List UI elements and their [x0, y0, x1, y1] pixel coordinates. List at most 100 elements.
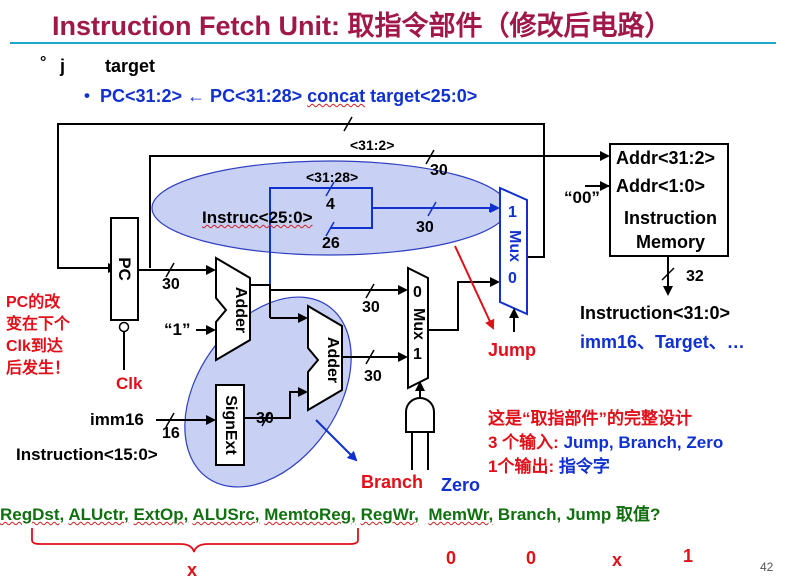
title-en: Instruction Fetch Unit:: [52, 11, 340, 41]
sig-memtoreg: MemtoReg,: [264, 505, 356, 524]
bullet-pc-b: target<25:0>: [365, 86, 478, 106]
title-zh: 取指令部件（修改后电路）: [339, 11, 672, 41]
note-line-1: PC的改: [6, 294, 61, 311]
label-w32: 32: [686, 268, 704, 285]
summary-inputs-label: 3 个输入:: [488, 433, 564, 452]
summary-outputs-value: 指令字: [558, 457, 610, 476]
label-jump: Jump: [488, 340, 537, 360]
label-addr-1-0: Addr<1:0>: [616, 176, 706, 196]
summary-outputs: 1个输出: 指令字: [488, 452, 610, 477]
label-bus-31-2: <31:2>: [350, 137, 395, 153]
w30-signext-slash: [261, 411, 271, 427]
label-w30-signext: 30: [256, 410, 274, 427]
label-w30-adder2: 30: [364, 368, 382, 385]
mux-lower-out-wire: [428, 281, 490, 331]
w16-slash: [165, 412, 175, 428]
w32-slash: [661, 267, 675, 281]
label-addr-31-2: Addr<31:2>: [616, 148, 716, 168]
mux-upper-in0-arrowhead: [490, 277, 500, 287]
label-one: “1”: [164, 320, 191, 339]
value-memwr: 0: [526, 548, 537, 568]
note-line-3: Clk到达: [6, 338, 63, 355]
sig-memwr: MemWr,: [428, 505, 494, 524]
page-number: 42: [760, 560, 774, 574]
mux-lower-sel-arrowhead: [415, 381, 425, 391]
label-imem-line1: Instruction: [624, 208, 717, 228]
sig-branch: Branch,: [497, 505, 562, 524]
w30-top-slash: [425, 149, 435, 165]
sig-extop: ExtOp,: [133, 505, 189, 524]
pc-feedback-wire: [57, 123, 545, 269]
w30-adder2-slash: [365, 349, 375, 365]
note-line-4: 后发生！: [6, 360, 71, 377]
mux-lower-in0-arrowhead: [398, 285, 408, 295]
adder2-in-a-arrowhead: [298, 313, 308, 323]
label-clk: Clk: [116, 374, 143, 393]
control-signals-row: RegDst, ALUctr, ExtOp, ALUSrc, MemtoReg,…: [0, 500, 660, 525]
summary-outputs-label: 1个输出:: [488, 457, 559, 476]
zeros-arrowhead: [600, 181, 610, 191]
bullet-concat: concat: [307, 86, 366, 106]
label-mux-lower-in1: 1: [413, 346, 422, 363]
label-w30-adder1: 30: [362, 299, 380, 316]
label-imm16-target: imm16、Target、…: [580, 332, 745, 352]
adder2-shape: [307, 304, 343, 412]
bullet-pc-concat: PC<31:2> ← PC<31:28> concat target<25:0>: [100, 86, 477, 107]
sig-regdst: RegDst,: [0, 505, 65, 524]
note-pc-change: PC的改 变在下个 Clk到达 后发生！: [6, 292, 70, 380]
label-mux-lower-in0: 0: [413, 284, 422, 301]
jump-ellipse-arrow: [454, 245, 495, 330]
label-w26: 26: [322, 235, 340, 252]
label-zero: Zero: [441, 475, 481, 495]
sig-jump: Jump: [565, 505, 612, 524]
w30-pc-slash: [165, 262, 175, 278]
label-mux-upper-in0: 0: [508, 270, 517, 287]
value-group-x: x: [187, 560, 198, 580]
label-w30-pc-out: 30: [162, 276, 180, 293]
w26-slash: [325, 221, 335, 237]
label-imm16: imm16: [90, 410, 144, 429]
label-w30-mux1: 30: [416, 219, 434, 236]
clk-bubble: [118, 321, 130, 333]
adder1-shape: [215, 256, 251, 362]
bullet-j-target: j target: [60, 56, 156, 76]
mux-lower-shape: [407, 266, 429, 390]
branch-ellipse-arrow: [315, 419, 358, 462]
bus-31-2-slash: [343, 116, 353, 132]
label-instruc-25-0: Instruc<25:0>: [202, 208, 313, 228]
bullet-pc-a: PC<31:2> ← PC<31:28>: [100, 86, 308, 106]
label-instruc-text: Instruc<25:0>: [202, 208, 313, 227]
label-w30-top: 30: [430, 162, 448, 179]
sig-regwr: RegWr,: [360, 505, 419, 524]
value-regwr: 0: [446, 548, 457, 568]
mux-lower-in1-arrowhead: [398, 352, 408, 362]
label-mux-upper-in1: 1: [508, 204, 517, 221]
adder2-in-b-arrowhead: [298, 387, 308, 397]
signext-box: [215, 384, 245, 466]
and-gate: [405, 397, 435, 433]
mux-in1-arrowhead: [490, 203, 500, 213]
bullet-marker-2: •: [84, 86, 90, 105]
signext-in-arrowhead: [206, 415, 216, 425]
sig-alusrc: ALUSrc,: [192, 505, 260, 524]
summary-inputs-value: Jump, Branch, Zero: [563, 433, 724, 452]
label-branch: Branch: [361, 472, 424, 492]
label-instruction-15-0: Instruction<15:0>: [16, 445, 158, 464]
sig-aluctr: ALUctr,: [68, 505, 129, 524]
adder1-in-arrowhead: [206, 265, 216, 275]
mux-upper-sel-arrowhead: [509, 308, 519, 318]
pc-to-imem-wire: [149, 155, 600, 268]
adder1-out-wires: [250, 284, 398, 291]
label-w16: 16: [162, 425, 180, 442]
page-title: Instruction Fetch Unit: 取指令部件（修改后电路）: [52, 4, 672, 43]
label-bus-31-28: <31:28>: [306, 169, 359, 185]
summary-inputs: 3 个输入: Jump, Branch, Zero: [488, 428, 723, 453]
summary-title: 这是“取指部件”的完整设计: [488, 409, 692, 428]
w4-slash: [325, 181, 335, 197]
value-jump: 1: [683, 546, 694, 566]
one-arrowhead: [206, 325, 216, 335]
value-branch: x: [612, 550, 623, 570]
label-zeros: “00”: [564, 188, 600, 207]
